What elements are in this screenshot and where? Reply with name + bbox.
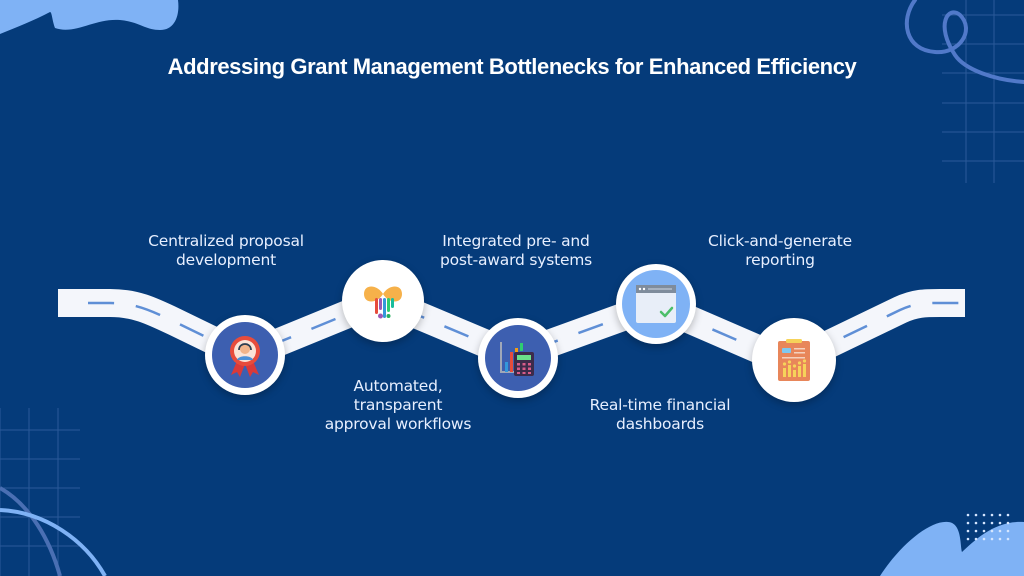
bottom-left-arc-dim: [0, 486, 62, 576]
step-3-label: Integrated pre- and post-award systems: [439, 232, 593, 269]
chart-calculator-icon: [500, 342, 534, 376]
bottom-left-arc-bright: [0, 508, 107, 576]
step-2-label: Automated, transparent approval workflow…: [324, 377, 472, 433]
step-4-label: Real-time financial dashboards: [589, 396, 731, 433]
step-4-node: [616, 264, 696, 344]
bottom-right-blob: [880, 521, 1024, 576]
step-1-node: [205, 315, 285, 395]
bottom-left-grid: [0, 408, 80, 576]
clipboard-report-chart-icon: [778, 339, 810, 381]
step-3-node: [478, 318, 558, 398]
bottom-right-dot-grid: [966, 513, 1010, 541]
top-right-squiggle: [904, 0, 1024, 84]
road-center-dashes: [88, 298, 965, 365]
infinity-paint-drip-icon: [364, 286, 402, 319]
step-5-node: [752, 318, 836, 402]
step-1-label: Centralized proposal development: [148, 232, 304, 269]
step-2-node: [342, 260, 424, 342]
award-ribbon-headset-icon: [230, 336, 260, 377]
top-left-blob: [0, 0, 179, 34]
step-5-label: Click-and-generate reporting: [708, 232, 852, 269]
page-title: Addressing Grant Management Bottlenecks …: [167, 54, 857, 79]
browser-window-check-icon: [636, 285, 676, 323]
